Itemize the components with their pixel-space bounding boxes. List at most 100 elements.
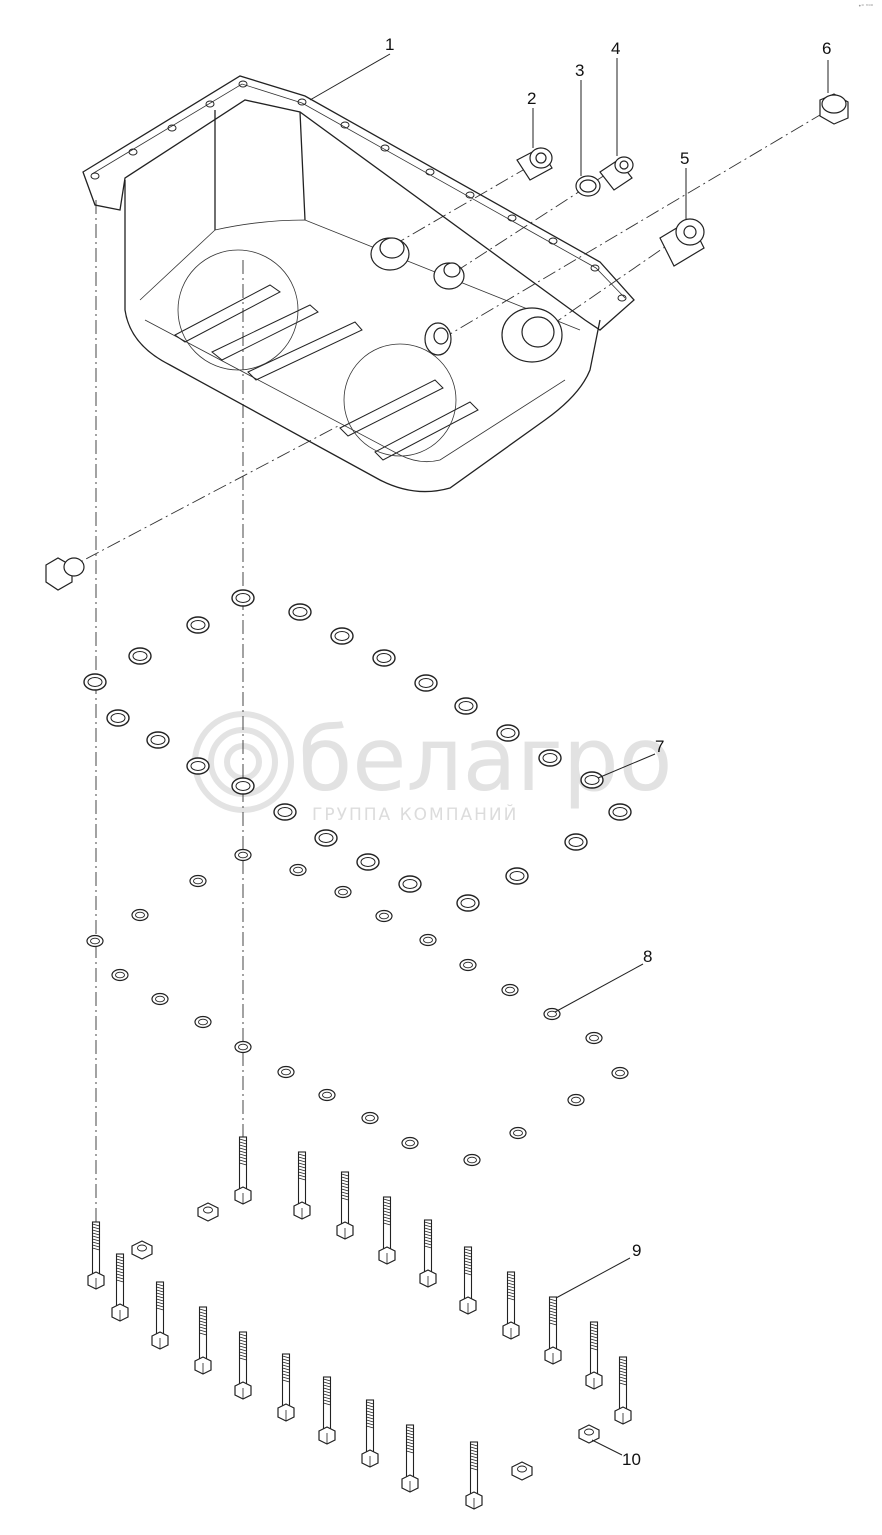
threaded-insert xyxy=(516,147,553,181)
lock-washer xyxy=(194,1015,212,1029)
lock-washer xyxy=(151,992,169,1006)
callout-3: 3 xyxy=(575,61,584,80)
hex-plug-left xyxy=(45,557,85,591)
hex-nut xyxy=(511,1461,533,1481)
hex-bolt xyxy=(336,1171,354,1240)
lock-washer xyxy=(611,1066,629,1080)
hex-bolt xyxy=(111,1253,129,1322)
flat-washer xyxy=(538,749,562,767)
flat-washer xyxy=(231,777,255,795)
flat-washer xyxy=(146,731,170,749)
lock-washer xyxy=(277,1065,295,1079)
hex-bolt xyxy=(419,1219,437,1288)
hex-bolt xyxy=(544,1296,562,1365)
hex-bolt xyxy=(401,1424,419,1493)
watermark-tagline: ГРУППА КОМПАНИЙ xyxy=(312,803,518,825)
hex-bolt xyxy=(293,1151,311,1220)
callout-4: 4 xyxy=(611,39,620,58)
lock-washer xyxy=(289,863,307,877)
lock-washer xyxy=(419,933,437,947)
flat-washer xyxy=(454,697,478,715)
lock-washer xyxy=(361,1111,379,1125)
watermark-brand: белагро xyxy=(298,708,673,811)
flat-washer xyxy=(273,803,297,821)
callout-2: 2 xyxy=(527,89,536,108)
lock-washer xyxy=(234,848,252,862)
lock-washer xyxy=(401,1136,419,1150)
flat-washer xyxy=(580,771,604,789)
flat-washer xyxy=(398,875,422,893)
flat-washer xyxy=(505,867,529,885)
lock-washer xyxy=(334,885,352,899)
lock-washer xyxy=(567,1093,585,1107)
hex-bolt xyxy=(87,1221,105,1290)
callout-10: 10 xyxy=(622,1450,641,1469)
drain-plug-large xyxy=(659,218,705,267)
callout-9: 9 xyxy=(632,1241,641,1260)
flat-washer xyxy=(564,833,588,851)
flat-washer xyxy=(372,649,396,667)
hex-bolt xyxy=(502,1271,520,1340)
flange-holes xyxy=(90,80,627,302)
hex-bolt xyxy=(234,1331,252,1400)
flat-washers xyxy=(83,589,632,912)
flat-washer xyxy=(186,616,210,634)
flat-washer xyxy=(496,724,520,742)
hex-bolt xyxy=(585,1321,603,1390)
flat-washer xyxy=(330,627,354,645)
callout-1: 1 xyxy=(385,35,394,54)
lock-washer xyxy=(509,1126,527,1140)
watermark: белагро ГРУППА КОМПАНИЙ xyxy=(192,708,673,825)
callouts: 1 2 3 4 5 6 7 8 9 10 xyxy=(309,35,831,1469)
flat-washer xyxy=(106,709,130,727)
flat-washer xyxy=(414,674,438,692)
flat-washer xyxy=(356,853,380,871)
flat-washer xyxy=(608,803,632,821)
hex-bolt xyxy=(318,1376,336,1445)
lock-washer xyxy=(234,1040,252,1054)
hex-bolt xyxy=(361,1399,379,1468)
hex-bolt xyxy=(234,1136,252,1205)
lock-washer xyxy=(111,968,129,982)
hex-bolt xyxy=(194,1306,212,1375)
flat-washer xyxy=(83,673,107,691)
hex-bolt xyxy=(151,1281,169,1350)
sealing-ring xyxy=(575,175,601,197)
hex-nut xyxy=(131,1240,153,1260)
lock-washer xyxy=(501,983,519,997)
plug-fitting xyxy=(599,156,634,191)
lock-washer xyxy=(375,909,393,923)
lock-washer xyxy=(318,1088,336,1102)
lock-washer xyxy=(585,1031,603,1045)
callout-7: 7 xyxy=(655,737,664,756)
flat-washer xyxy=(456,894,480,912)
oil-pan xyxy=(82,75,635,493)
flat-washer xyxy=(314,829,338,847)
callout-5: 5 xyxy=(680,149,689,168)
lock-washers xyxy=(86,848,629,1167)
hex-nuts xyxy=(131,1202,600,1481)
flat-washer xyxy=(186,757,210,775)
hex-bolt xyxy=(378,1196,396,1265)
hex-bolts xyxy=(87,1136,632,1510)
lock-washer xyxy=(459,958,477,972)
hex-bolt xyxy=(614,1356,632,1425)
hex-bolt xyxy=(465,1441,483,1510)
flat-washer xyxy=(231,589,255,607)
callout-8: 8 xyxy=(643,947,652,966)
flat-washer xyxy=(288,603,312,621)
hex-nut xyxy=(197,1202,219,1222)
hex-bolt xyxy=(277,1353,295,1422)
hex-nut xyxy=(578,1424,600,1444)
lock-washer xyxy=(463,1153,481,1167)
lock-washer xyxy=(86,934,104,948)
corner-mark: •ᵒ ⁿᵒᵒ xyxy=(858,3,874,10)
lock-washer xyxy=(189,874,207,888)
fittings xyxy=(45,93,849,591)
callout-6: 6 xyxy=(822,39,831,58)
hex-bolt xyxy=(459,1246,477,1315)
hex-plug-top xyxy=(819,93,849,125)
pan-bosses xyxy=(370,237,563,363)
pan-slots xyxy=(174,284,479,461)
